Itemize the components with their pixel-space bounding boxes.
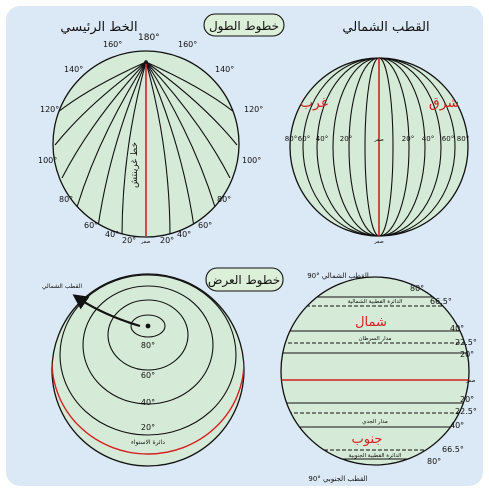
globe-east-label: شرق	[429, 95, 459, 111]
lat-right-40s: 40°	[450, 421, 464, 430]
longitude-lines	[302, 58, 456, 236]
longitude-ellipse	[316, 58, 442, 236]
longitude-ellipse	[364, 58, 394, 236]
lat-capricorn: مدار الجدي	[362, 419, 388, 425]
lat-right-22s: 22.5°	[455, 407, 477, 416]
longitude-ellipse	[302, 58, 456, 236]
globe-degree-label: 40°	[316, 135, 328, 143]
meridian-curve	[57, 61, 147, 113]
polar-equator-label: دائرة الاستواء	[131, 439, 165, 446]
mer-right-160: 160°	[178, 40, 197, 49]
meridian-lines	[54, 61, 238, 237]
polar-north-pole-label: القطب الشمالي	[42, 283, 83, 290]
lat-right-80n: 80°	[410, 284, 424, 293]
mer-left-120: 120°	[40, 105, 59, 114]
mer-right-20: 20°	[160, 236, 174, 245]
mer-right-40: 40°	[177, 230, 191, 239]
lat-right-66s: 66.5°	[442, 445, 464, 454]
mer-right-100: 100°	[242, 156, 261, 165]
globe-degree-label: 60°	[442, 135, 454, 143]
mer-left-160: 160°	[103, 40, 122, 49]
globe-degree-label: 40°	[422, 135, 434, 143]
lat-right-20s: 20°	[460, 395, 474, 404]
latitudes-title-box	[205, 267, 284, 292]
longitudes-title-box	[203, 13, 285, 37]
meridian-curve	[121, 61, 147, 237]
mer-right-60: 60°	[198, 221, 212, 230]
meridian-curve	[54, 61, 147, 146]
meridian-curve	[61, 61, 147, 179]
meridian-curve	[76, 61, 147, 208]
mer-right-120: 120°	[244, 105, 263, 114]
lat-cancer: مدار السرطان	[358, 336, 391, 342]
globe-degree-label: 20°	[402, 135, 414, 143]
prime-meridian-heading: الخط الرئيسي	[60, 20, 137, 35]
mer-left-140: 140°	[64, 65, 83, 74]
mer-right-80: 80°	[217, 195, 231, 204]
mer-left-100: 100°	[38, 156, 57, 165]
globe-degree-label: 80°	[285, 135, 297, 143]
meridian-curve	[145, 61, 171, 237]
lat-equator-zero: صفر	[465, 378, 476, 384]
globe-west-label: غرب	[300, 95, 328, 111]
meridian-curve	[145, 61, 238, 146]
longitude-ellipse	[348, 58, 410, 236]
latitude-globe	[280, 276, 470, 466]
globe-degree-label: 20°	[340, 135, 352, 143]
meridian-center-point	[144, 60, 148, 64]
lat-south-word: جنوب	[352, 432, 383, 447]
lat-top-pole: 90° القطب الشمالي	[307, 272, 369, 280]
lat-north-word: شمال	[355, 315, 387, 330]
mer-left-20: 20°	[122, 236, 136, 245]
mer-left-40: 40°	[105, 230, 119, 239]
mer-left-80: 80°	[59, 195, 73, 204]
north-pole-heading: القطب الشمالي	[342, 20, 429, 35]
mer-vertical-label: خط غرينتش	[130, 142, 140, 188]
mer-top-degree: 180°	[138, 33, 160, 43]
meridian-curve	[97, 61, 147, 228]
mer-right-140: 140°	[215, 65, 234, 74]
lat-right-80s: 80°	[427, 457, 441, 466]
meridian-curve	[145, 61, 235, 113]
lat-right-66n: 66.5°	[430, 297, 452, 306]
globe-bottom-zero: صفر	[373, 239, 384, 245]
longitude-ellipse	[332, 58, 426, 236]
mer-left-60: 60°	[84, 221, 98, 230]
lat-right-40n: 40°	[450, 324, 464, 333]
lat-right-22n: 22.5°	[455, 338, 477, 347]
polar-ring-60: 60°	[141, 371, 155, 380]
north-pole-point	[145, 323, 151, 329]
longitudes-title: خطوط الطول	[209, 19, 279, 34]
meridian-curve	[145, 61, 195, 228]
polar-ring-80: 80°	[141, 341, 155, 350]
polar-rings	[52, 274, 244, 455]
latitudes-title: خطوط العرض	[208, 273, 280, 288]
north-pole-arrow	[72, 294, 141, 328]
lat-right-20n: 20°	[460, 350, 474, 359]
lat-antarctic-circle: الدائرة القطبية الجنوبية	[349, 453, 402, 459]
polar-ring-40: 40°	[141, 398, 155, 407]
polar-ring-20: 20°	[141, 423, 155, 432]
globe-degree-label: 80°	[457, 135, 469, 143]
lat-arctic-circle: الدائرة القطبية الشمالية	[348, 299, 403, 305]
meridian-curve	[145, 61, 216, 208]
globe-degree-label: 60°	[298, 135, 310, 143]
globe-degree-label: صفر	[373, 137, 384, 143]
mer-bottom-zero: صفر	[140, 239, 151, 245]
lat-bottom-pole: 90° القطب الجنوبي	[308, 475, 367, 483]
meridian-curve	[145, 61, 231, 179]
